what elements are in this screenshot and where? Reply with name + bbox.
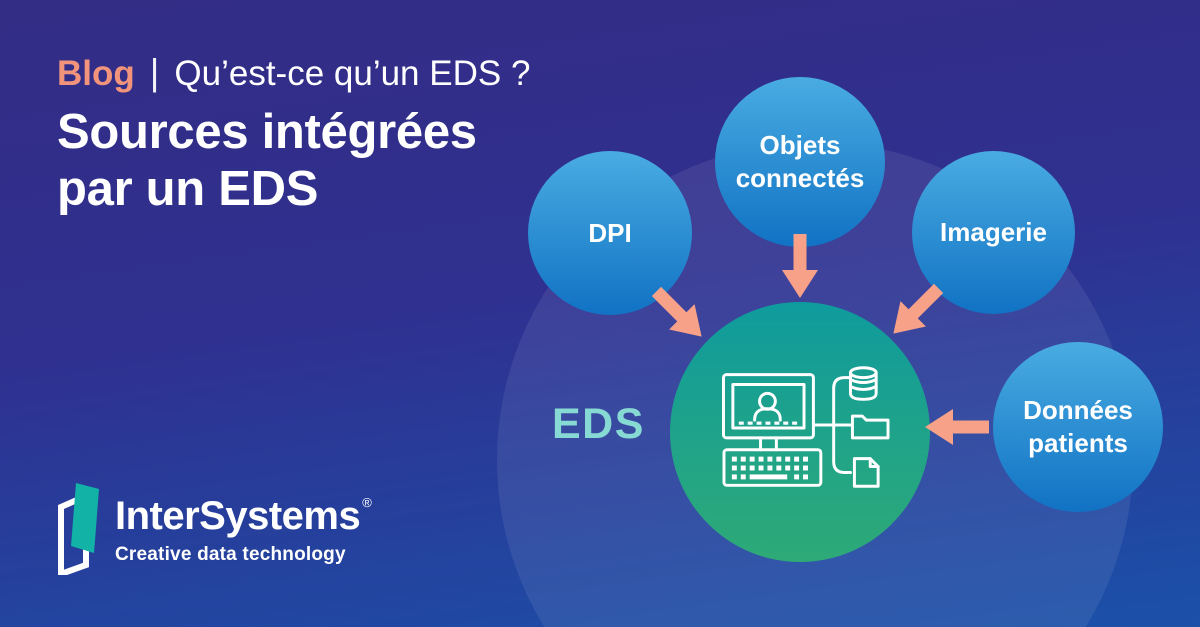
page-title: Sources intégrées par un EDS [57,104,477,218]
brand-text: InterSystems® Creative data technology [115,481,372,566]
brand-tagline: Creative data technology [115,544,346,565]
source-label-line2: patients [1028,428,1128,458]
page-title-line-2: par un EDS [57,162,319,216]
intersystems-logo: InterSystems® Creative data technology [55,481,372,575]
post-subject-label: Qu’est-ce qu’un EDS ? [174,54,531,93]
intersystems-logo-mark-icon [58,483,99,575]
blog-category-label: Blog [57,54,135,93]
source-label: Objets [759,130,841,160]
database-icon [848,366,878,401]
source-circle-donnees-patients: Données patients [993,342,1163,512]
connector-bracket [813,376,852,474]
source-label: Imagerie [940,217,1047,247]
eds-label: EDS [552,400,645,448]
monitor-user-icon [722,373,815,452]
keyboard-icon [722,448,823,487]
folder-icon [850,414,890,440]
eds-central-circle [670,302,930,562]
page-title-line-1: Sources intégrées [57,105,477,159]
source-circle-imagerie: Imagerie [912,151,1075,314]
arrow-donnees-patients-to-eds-icon [925,409,989,445]
workstation-data-integration-icon [722,366,890,488]
source-circle-objets-connectes: Objets connectés [715,77,885,247]
source-label-line2: connectés [735,163,865,193]
separator-bar: | [149,52,160,93]
brand-name: InterSystems® [115,481,372,538]
source-label: DPI [588,217,632,248]
document-icon [852,457,880,488]
arrow-dpi-to-eds-icon [644,279,715,350]
kicker: Blog | Qu’est-ce qu’un EDS ? [57,52,530,94]
arrow-objets-connectes-to-eds-icon [782,234,818,298]
source-label: Données [1023,395,1133,425]
source-circle-dpi: DPI [528,151,692,315]
arrow-imagerie-to-eds-icon [881,276,952,347]
registered-trademark: ® [362,495,372,510]
brand-name-text: InterSystems [115,494,361,538]
